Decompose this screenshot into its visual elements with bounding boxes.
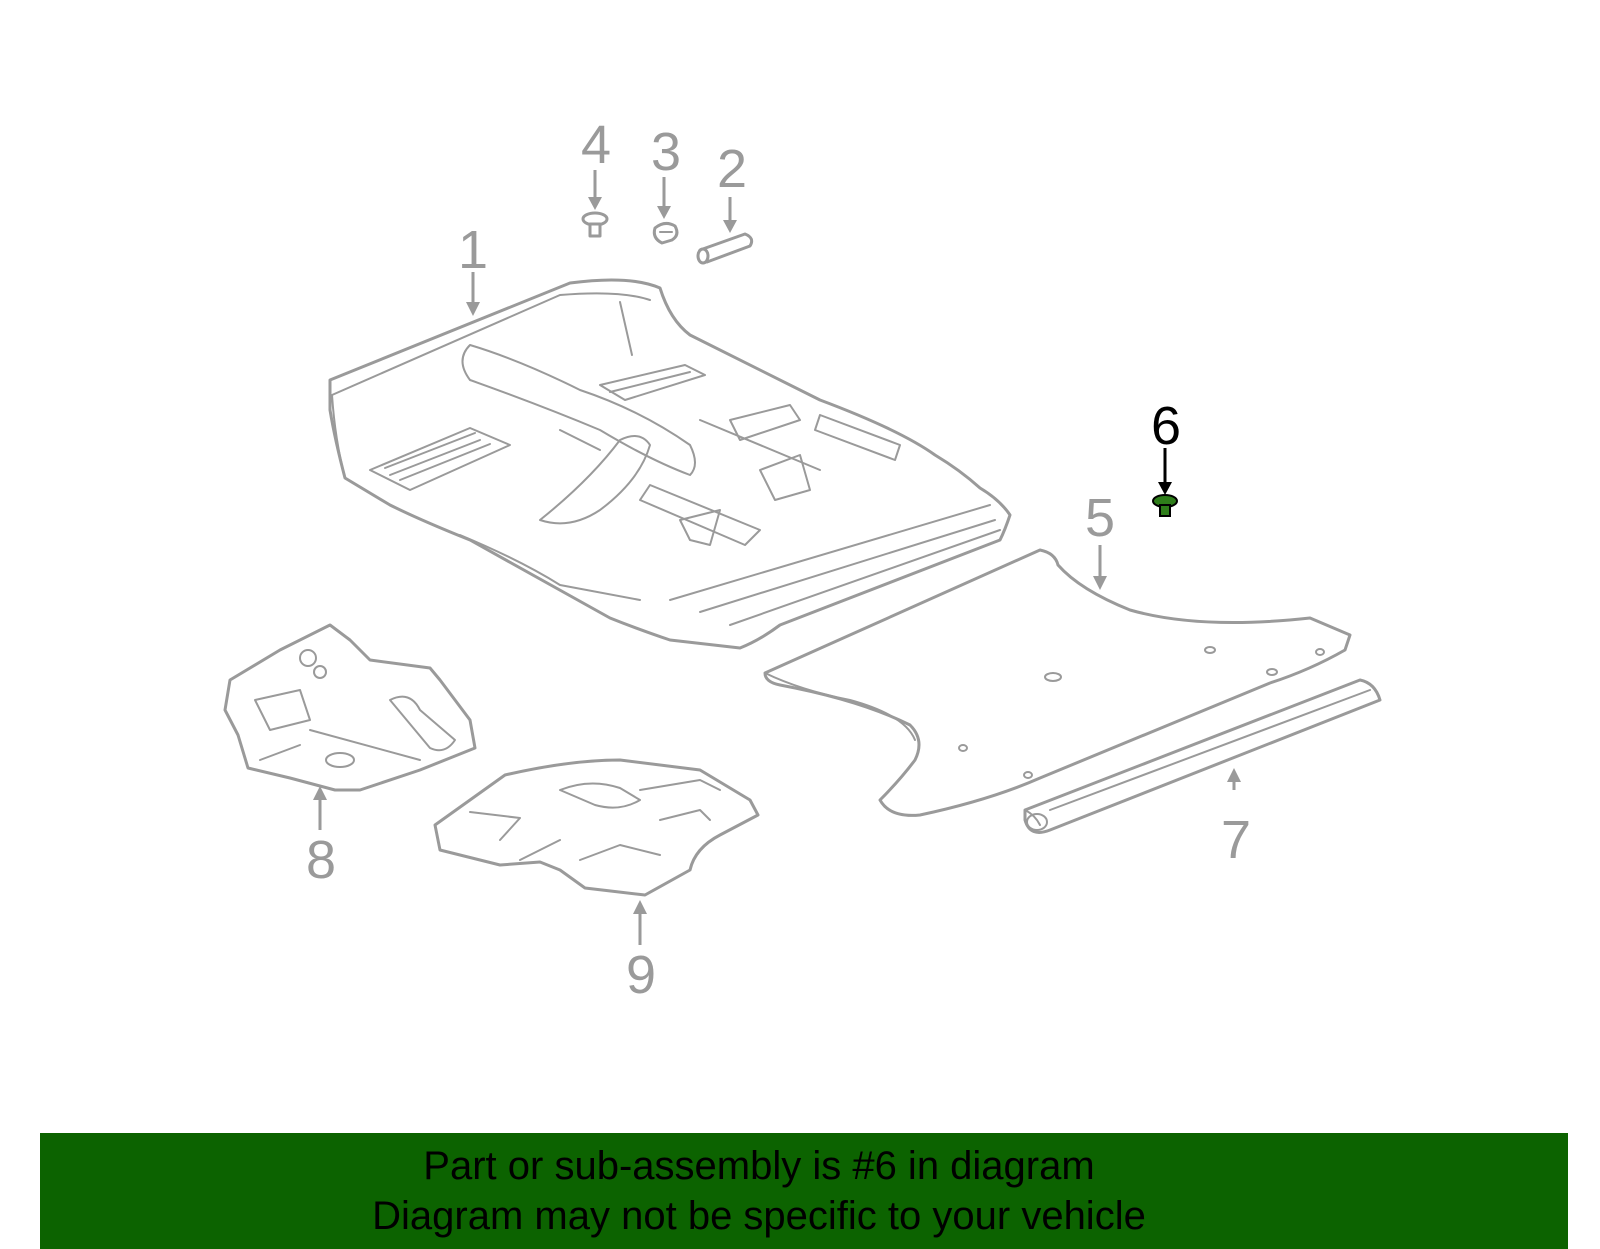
callout-2: 2	[717, 139, 747, 199]
callout-7-arrow	[1227, 768, 1241, 790]
info-banner: Part or sub-assembly is #6 in diagram Di…	[40, 1133, 1568, 1249]
callout-1-arrow	[466, 272, 480, 316]
callout-8-arrow	[313, 786, 327, 830]
callout-6-arrow	[1158, 448, 1172, 495]
insulator-part-9	[433, 758, 760, 897]
callout-6: 6	[1151, 396, 1181, 456]
callout-9: 9	[626, 945, 656, 1005]
insulator-part-8	[223, 623, 477, 792]
callout-7: 7	[1221, 810, 1251, 870]
callout-3-arrow	[657, 177, 671, 219]
carpet-part-1	[328, 278, 1012, 650]
callout-5-arrow	[1093, 545, 1107, 590]
callout-1: 1	[458, 220, 488, 280]
callout-4: 4	[581, 115, 611, 175]
mat-part-5	[763, 548, 1352, 817]
fastener-part-4	[581, 211, 609, 238]
callout-9-arrow	[633, 900, 647, 945]
callout-4-arrow	[588, 170, 602, 210]
callout-5: 5	[1085, 488, 1115, 548]
pin-part-2	[696, 232, 754, 265]
banner-line-1: Part or sub-assembly is #6 in diagram	[423, 1144, 1095, 1188]
callout-3: 3	[651, 122, 681, 182]
sill-part-7	[1023, 678, 1382, 834]
callout-8: 8	[306, 830, 336, 890]
parts-diagram: 1 2 3 4 5 6 7 8 9	[223, 115, 1382, 1005]
banner-line-2: Diagram may not be specific to your vehi…	[372, 1194, 1146, 1238]
clip-part-3	[652, 221, 679, 245]
callout-2-arrow	[723, 197, 737, 233]
fastener-part-6[interactable]	[1152, 494, 1178, 517]
